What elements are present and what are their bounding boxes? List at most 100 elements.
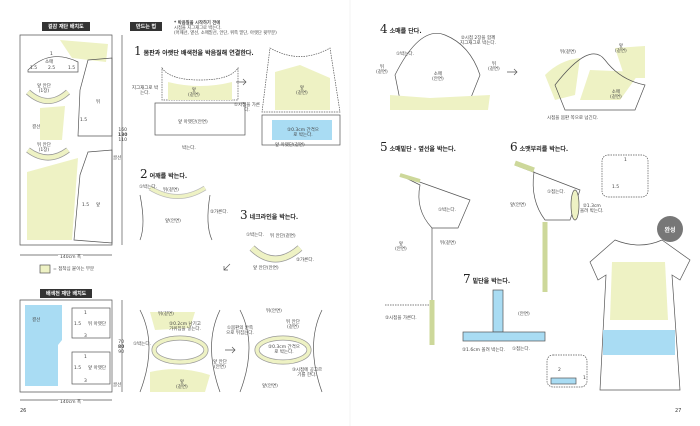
callout: 뒤 안단(겉면)	[270, 234, 296, 239]
back-piece	[77, 57, 113, 137]
step-text: 소맷부리를 박는다.	[519, 146, 569, 153]
front-label: 앞	[96, 203, 101, 208]
label-text: (겉면)	[615, 49, 627, 54]
callout: 앞 안단(안면)	[213, 360, 227, 370]
label-text: (안면)	[395, 247, 407, 252]
step-number: 2	[140, 167, 148, 181]
callout: ③시접에 공그르기를 한다.	[291, 368, 323, 378]
callout: 뒤(겉면)	[376, 65, 388, 75]
label-text: 뒤 안단	[286, 320, 300, 325]
note-line: * 박음질을 시작하기 전에	[174, 21, 221, 26]
measure: 3	[84, 379, 87, 384]
step-number: 7	[463, 272, 471, 286]
front-piece	[73, 149, 113, 244]
callout: 뒤 안단(겉면)	[286, 320, 300, 330]
legend-text: = 접착심 붙이는 부분	[53, 267, 95, 272]
front-hem-piece	[71, 351, 111, 385]
label-text: (겉면)	[188, 93, 200, 98]
label-text: ②1.3cm	[582, 204, 601, 209]
label-text: (겉면)	[488, 67, 500, 72]
size: 160	[118, 128, 127, 133]
page-number: 27	[675, 408, 682, 414]
label-text: (겉면)	[176, 385, 188, 390]
label-text: 뒤	[491, 62, 496, 67]
prep-note: * 박음질을 시작하기 전에 시접을 지그재그로 박는다. (어깨선, 옆선, …	[174, 21, 277, 36]
label-text: 앞 안단	[213, 360, 227, 365]
callout: ①박는다.	[396, 52, 414, 57]
page-number: 26	[20, 408, 27, 414]
grain-label: 결선	[32, 318, 41, 323]
step-text: 소매밑단 - 옆선을 박는다.	[389, 146, 456, 153]
contrast-fabric-area	[25, 305, 62, 386]
label-text: 앞	[398, 242, 403, 247]
callout: 박는다.	[182, 146, 196, 151]
fold-label: 골선	[113, 156, 122, 161]
size: 70	[118, 340, 124, 345]
label-text: (겉면)	[376, 70, 388, 75]
step-text: 어깨를 박는다.	[149, 173, 188, 180]
size: 80	[118, 345, 125, 350]
step-number: 6	[510, 140, 518, 154]
step-text: 밑단을 박는다.	[472, 278, 511, 285]
callout: ①접는다.	[547, 190, 565, 195]
measure: 1	[50, 52, 53, 57]
size: 110	[118, 138, 127, 143]
measure: 2.5	[48, 66, 56, 71]
measure: 1.5	[74, 322, 82, 327]
label-text: 앞	[179, 380, 184, 385]
callout: 앞(안면)	[510, 203, 526, 208]
callout: 앞(겉면)	[296, 86, 308, 96]
step-number: 5	[380, 140, 388, 154]
back-hem-label: 뒤 아랫단	[88, 322, 106, 327]
callout: 앞 아랫단(안면)	[178, 120, 208, 125]
label-text: (겉면)	[287, 325, 299, 330]
back-hem-piece	[71, 307, 111, 339]
outer-layout-header: 겉감 재단 배치도	[42, 22, 90, 31]
label-text: (겉면)	[296, 91, 308, 96]
callout: 지그재그로 박는다.	[131, 86, 159, 96]
front-facing-label: 앞 안단(1장)	[37, 84, 51, 94]
measure: 1.5	[74, 366, 82, 371]
size: 130	[118, 133, 128, 138]
completed-badge: 완성	[657, 216, 683, 242]
measure: 1.5	[82, 203, 90, 208]
sleeve-label: 소매	[45, 60, 54, 65]
measure: 1	[84, 311, 87, 316]
howto-header: 만드는 법	[130, 22, 163, 31]
callout: 소매(안면)	[432, 72, 444, 82]
measure: 1	[583, 376, 586, 381]
label-text: 앞 안단	[37, 84, 51, 89]
measure: 1.5	[68, 66, 76, 71]
callout: 시접을 몸판 쪽으로 넘긴다.	[547, 116, 599, 121]
measure: 1	[624, 158, 627, 163]
label-text: (1장)	[38, 89, 50, 94]
measure: 1.5	[612, 185, 620, 190]
measure: 1	[84, 355, 87, 360]
callout: ①시접을 가른다.	[233, 103, 261, 113]
fabric-width: 140cm 폭	[58, 255, 84, 260]
callout: 뒤(겉면)	[158, 312, 174, 317]
callout: 앞(안면)	[165, 219, 181, 224]
step-text: 네크라인을 박는다.	[249, 214, 299, 221]
callout: ①몸판의 안쪽으로 뒤집는다.	[226, 326, 254, 336]
step-text: 소매를 단다.	[389, 28, 422, 35]
callout: 뒤(겉면)	[440, 241, 456, 246]
callout: ②시접 2장을 함께 지그재그로 박는다.	[460, 36, 496, 46]
label-text: 앞	[618, 44, 623, 49]
measure: 1.5	[80, 118, 88, 123]
fabric-width: 140cm 폭	[58, 400, 84, 405]
callout: 뒤(겉면)	[488, 62, 500, 72]
callout: 앞(겉면)	[188, 88, 200, 98]
measure: 1.5	[30, 66, 38, 71]
front-hem-label: 앞 아랫단	[88, 366, 106, 371]
callout: 뒤(겉면)	[560, 50, 576, 55]
callout: ②가른다.	[296, 258, 314, 263]
